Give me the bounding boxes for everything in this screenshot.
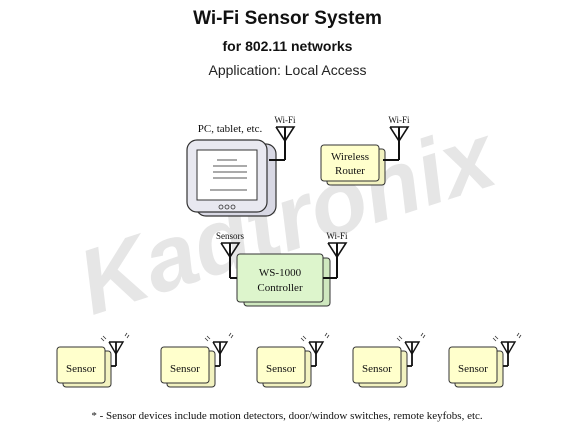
controller-label-line2: Controller xyxy=(257,282,303,294)
router-label-line2: Router xyxy=(335,165,365,177)
sensor-device: Sensor xyxy=(352,332,426,388)
router-label-line1: Wireless xyxy=(331,151,369,163)
sensor-label: Sensor xyxy=(362,363,392,375)
sensor-device: Sensor xyxy=(256,332,330,388)
sensor-antenna-icon xyxy=(300,332,330,367)
sensor-antenna-icon xyxy=(100,332,130,367)
controller-sensors-antenna-label: Sensors xyxy=(216,231,244,241)
page-subtitle: for 802.11 networks xyxy=(222,38,353,54)
wireless-router-box: Wireless Router xyxy=(320,144,386,186)
controller-wifi-antenna-label: Wi-Fi xyxy=(326,231,348,241)
sensor-label: Sensor xyxy=(170,363,200,375)
pc-label: PC, tablet, etc. xyxy=(198,123,263,135)
page-title: Wi-Fi Sensor System xyxy=(193,8,382,29)
sensor-device: Sensor xyxy=(56,332,130,388)
sensor-label: Sensor xyxy=(266,363,296,375)
pc-antenna-icon: Wi-Fi xyxy=(269,115,296,161)
controller-wifi-antenna-icon: Wi-Fi xyxy=(323,231,348,279)
sensor-device: Sensor xyxy=(448,332,522,388)
sensor-row: Sensor Sensor xyxy=(56,332,522,388)
sensor-label: Sensor xyxy=(66,363,96,375)
sensor-antenna-icon xyxy=(396,332,426,367)
sensor-antenna-icon xyxy=(204,332,234,367)
sensor-label: Sensor xyxy=(458,363,488,375)
pc-tablet-device: PC, tablet, etc. xyxy=(186,123,277,217)
controller-box: WS-1000 Controller xyxy=(236,253,331,307)
controller-label-line1: WS-1000 xyxy=(259,267,302,279)
pc-antenna-label: Wi-Fi xyxy=(274,115,296,125)
footnote: * - Sensor devices include motion detect… xyxy=(91,410,483,422)
router-antenna-label: Wi-Fi xyxy=(388,115,410,125)
sensor-device: Sensor xyxy=(160,332,234,388)
application-heading: Application: Local Access xyxy=(208,62,367,78)
controller-sensors-antenna-icon: Sensors xyxy=(216,231,244,279)
sensor-antenna-icon xyxy=(492,332,522,367)
router-antenna-icon: Wi-Fi xyxy=(383,115,410,161)
